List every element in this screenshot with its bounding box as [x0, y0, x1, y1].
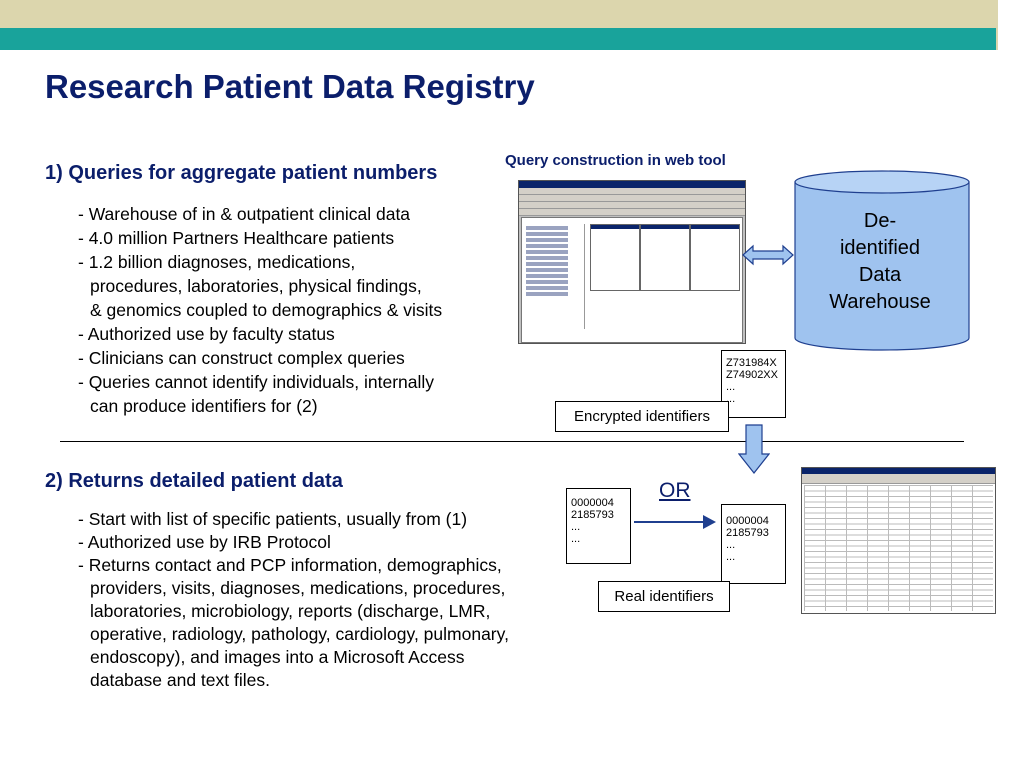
section1-bullet: - Authorized use by faculty status: [78, 324, 335, 344]
page-title: Research Patient Data Registry: [45, 68, 535, 105]
section-divider: [60, 441, 964, 442]
encrypted-identifiers-label: Encrypted identifiers: [555, 401, 729, 432]
section1-bullets: - Warehouse of in & outpatient clinical …: [78, 202, 442, 418]
section2-heading: 2) Returns detailed patient data: [45, 470, 343, 492]
query-tool-screenshot: [518, 180, 746, 344]
encrypted-id: ...: [726, 393, 736, 405]
section1-bullet: - 4.0 million Partners Healthcare patien…: [78, 228, 395, 248]
real-id: ...: [571, 521, 581, 533]
bidirectional-arrow-icon: [742, 244, 794, 266]
real-id: 0000004: [726, 515, 769, 527]
encrypted-id-list: Z731984X Z74902XX ... ...: [721, 350, 786, 418]
real-id-list-source: 0000004 2185793 ... ...: [566, 488, 631, 564]
warehouse-label-line: identified: [839, 237, 921, 259]
real-id: 0000004: [571, 497, 614, 509]
section2-bullet: providers, visits, diagnoses, medication…: [90, 578, 506, 598]
warehouse-label-line: De-: [863, 210, 897, 232]
real-id: ...: [571, 533, 581, 545]
real-id: 2185793: [726, 527, 769, 539]
section2-bullet: - Start with list of specific patients, …: [78, 509, 468, 529]
section1-bullet: can produce identifiers for (2): [90, 396, 318, 416]
section2-bullets: - Start with list of specific patients, …: [78, 508, 509, 692]
or-label: OR: [659, 479, 691, 502]
section1-bullet: - Queries cannot identify individuals, i…: [78, 372, 435, 392]
real-id: ...: [726, 539, 736, 551]
data-warehouse-cylinder-icon: [794, 170, 970, 351]
warehouse-label: De- identified Data Warehouse: [794, 208, 966, 316]
down-arrow-icon: [738, 424, 770, 474]
section1-bullet: - Warehouse of in & outpatient clinical …: [78, 204, 411, 224]
section2-bullet: endoscopy), and images into a Microsoft …: [90, 647, 465, 667]
section1-bullet: - 1.2 billion diagnoses, medications,: [78, 252, 356, 272]
access-table-screenshot: [801, 467, 996, 614]
encrypted-id: Z731984X: [726, 357, 777, 369]
right-arrow-icon: [634, 515, 716, 529]
section2-bullet: laboratories, microbiology, reports (dis…: [90, 601, 491, 621]
header-accent-band: [0, 28, 1024, 50]
encrypted-id: ...: [726, 381, 736, 393]
query-caption: Query construction in web tool: [505, 152, 726, 169]
encrypted-id: Z74902XX: [726, 369, 778, 381]
section2-bullet: - Authorized use by IRB Protocol: [78, 532, 331, 552]
header-corner: [996, 0, 1024, 50]
section1-bullet: & genomics coupled to demographics & vis…: [90, 300, 443, 320]
section2-bullet: - Returns contact and PCP information, d…: [78, 555, 502, 575]
real-id: 2185793: [571, 509, 614, 521]
header-band: [0, 0, 1024, 28]
section2-bullet: database and text files.: [90, 670, 270, 690]
section2-bullet: operative, radiology, pathology, cardiol…: [90, 624, 509, 644]
section1-bullet: - Clinicians can construct complex queri…: [78, 348, 405, 368]
real-id: ...: [726, 551, 736, 563]
warehouse-label-line: Data: [858, 264, 902, 286]
section1-heading: 1) Queries for aggregate patient numbers: [45, 162, 438, 184]
real-identifiers-label: Real identifiers: [598, 581, 730, 612]
warehouse-label-line: Warehouse: [829, 291, 931, 313]
real-id-list-target: 0000004 2185793 ... ...: [721, 504, 786, 584]
section1-bullet: procedures, laboratories, physical findi…: [90, 276, 422, 296]
